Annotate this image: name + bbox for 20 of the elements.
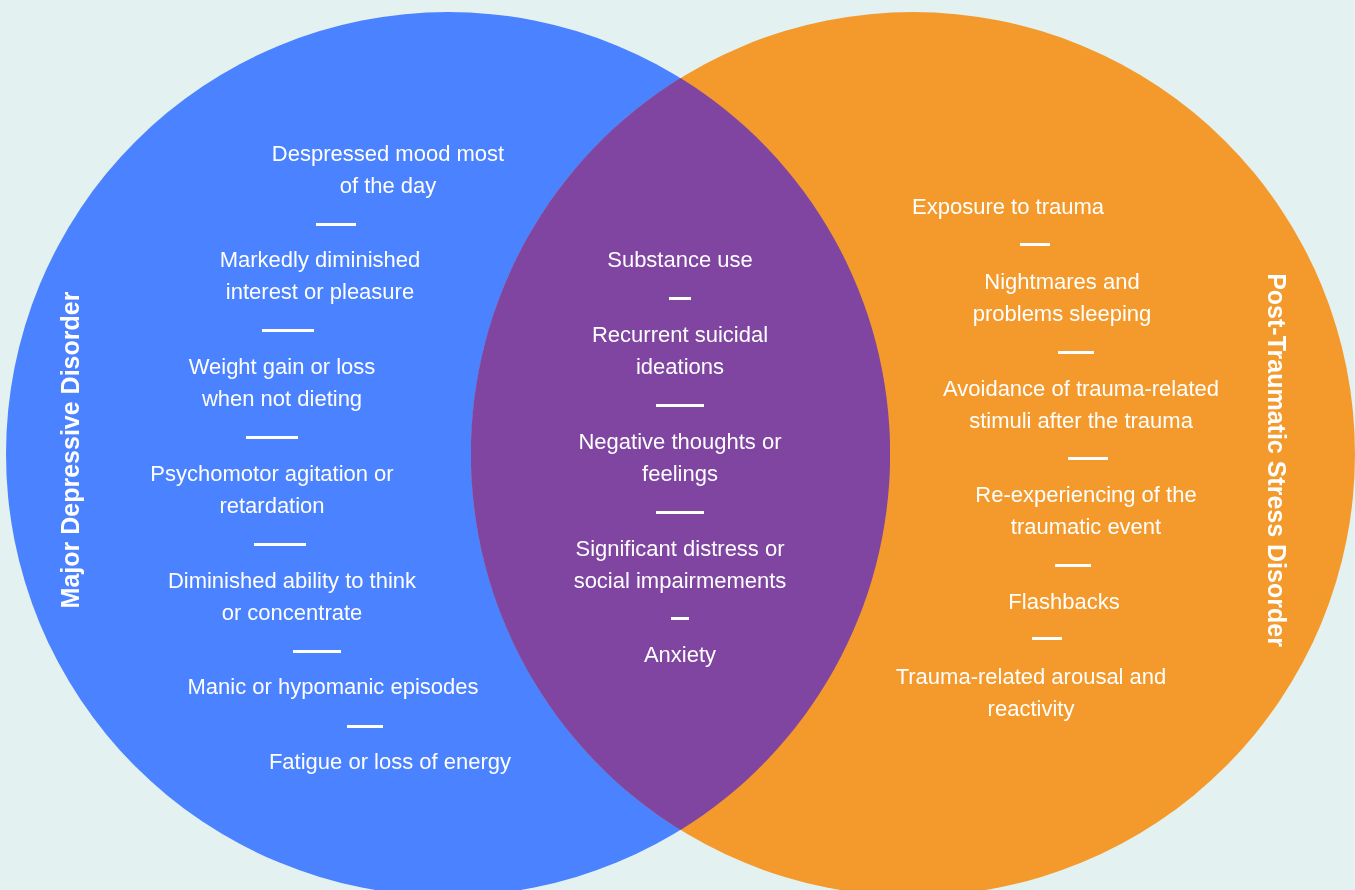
symptom-text: Recurrent suicidal ideations xyxy=(590,321,770,381)
symptom-text: Substance use xyxy=(606,246,754,274)
symptom-text: Psychomotor agitation or retardation xyxy=(149,460,395,520)
symptom-text: Trauma-related arousal and reactivity xyxy=(894,663,1168,723)
symptom-text: Anxiety xyxy=(642,641,718,669)
symptom-text: Avoidance of trauma-related stimuli after the trauma xyxy=(942,375,1220,435)
symptom-text: Flashbacks xyxy=(1007,588,1121,616)
symptom-text: Manic or hypomanic episodes xyxy=(186,673,480,701)
symptom-text: Diminished ability to think or concentrate xyxy=(166,567,418,627)
symptom-text: Despressed mood most of the day xyxy=(270,140,506,200)
symptom-text: Re-experiencing of the traumatic event xyxy=(974,481,1198,541)
symptom-text: Weight gain or loss when not dieting xyxy=(187,353,377,413)
symptom-text: Exposure to trauma xyxy=(911,193,1105,221)
symptom-text: Negative thoughts or feelings xyxy=(577,428,783,488)
symptom-text: Markedly diminished interest or pleasure xyxy=(218,246,422,306)
symptom-text: Fatigue or loss of energy xyxy=(267,748,513,776)
symptom-text: Nightmares and problems sleeping xyxy=(971,268,1153,328)
symptom-text: Significant distress or social impairmements xyxy=(572,535,788,595)
circle-title: Post-Traumatic Stress Disorder xyxy=(1262,273,1292,647)
circle-title: Major Depressive Disorder xyxy=(55,291,85,609)
